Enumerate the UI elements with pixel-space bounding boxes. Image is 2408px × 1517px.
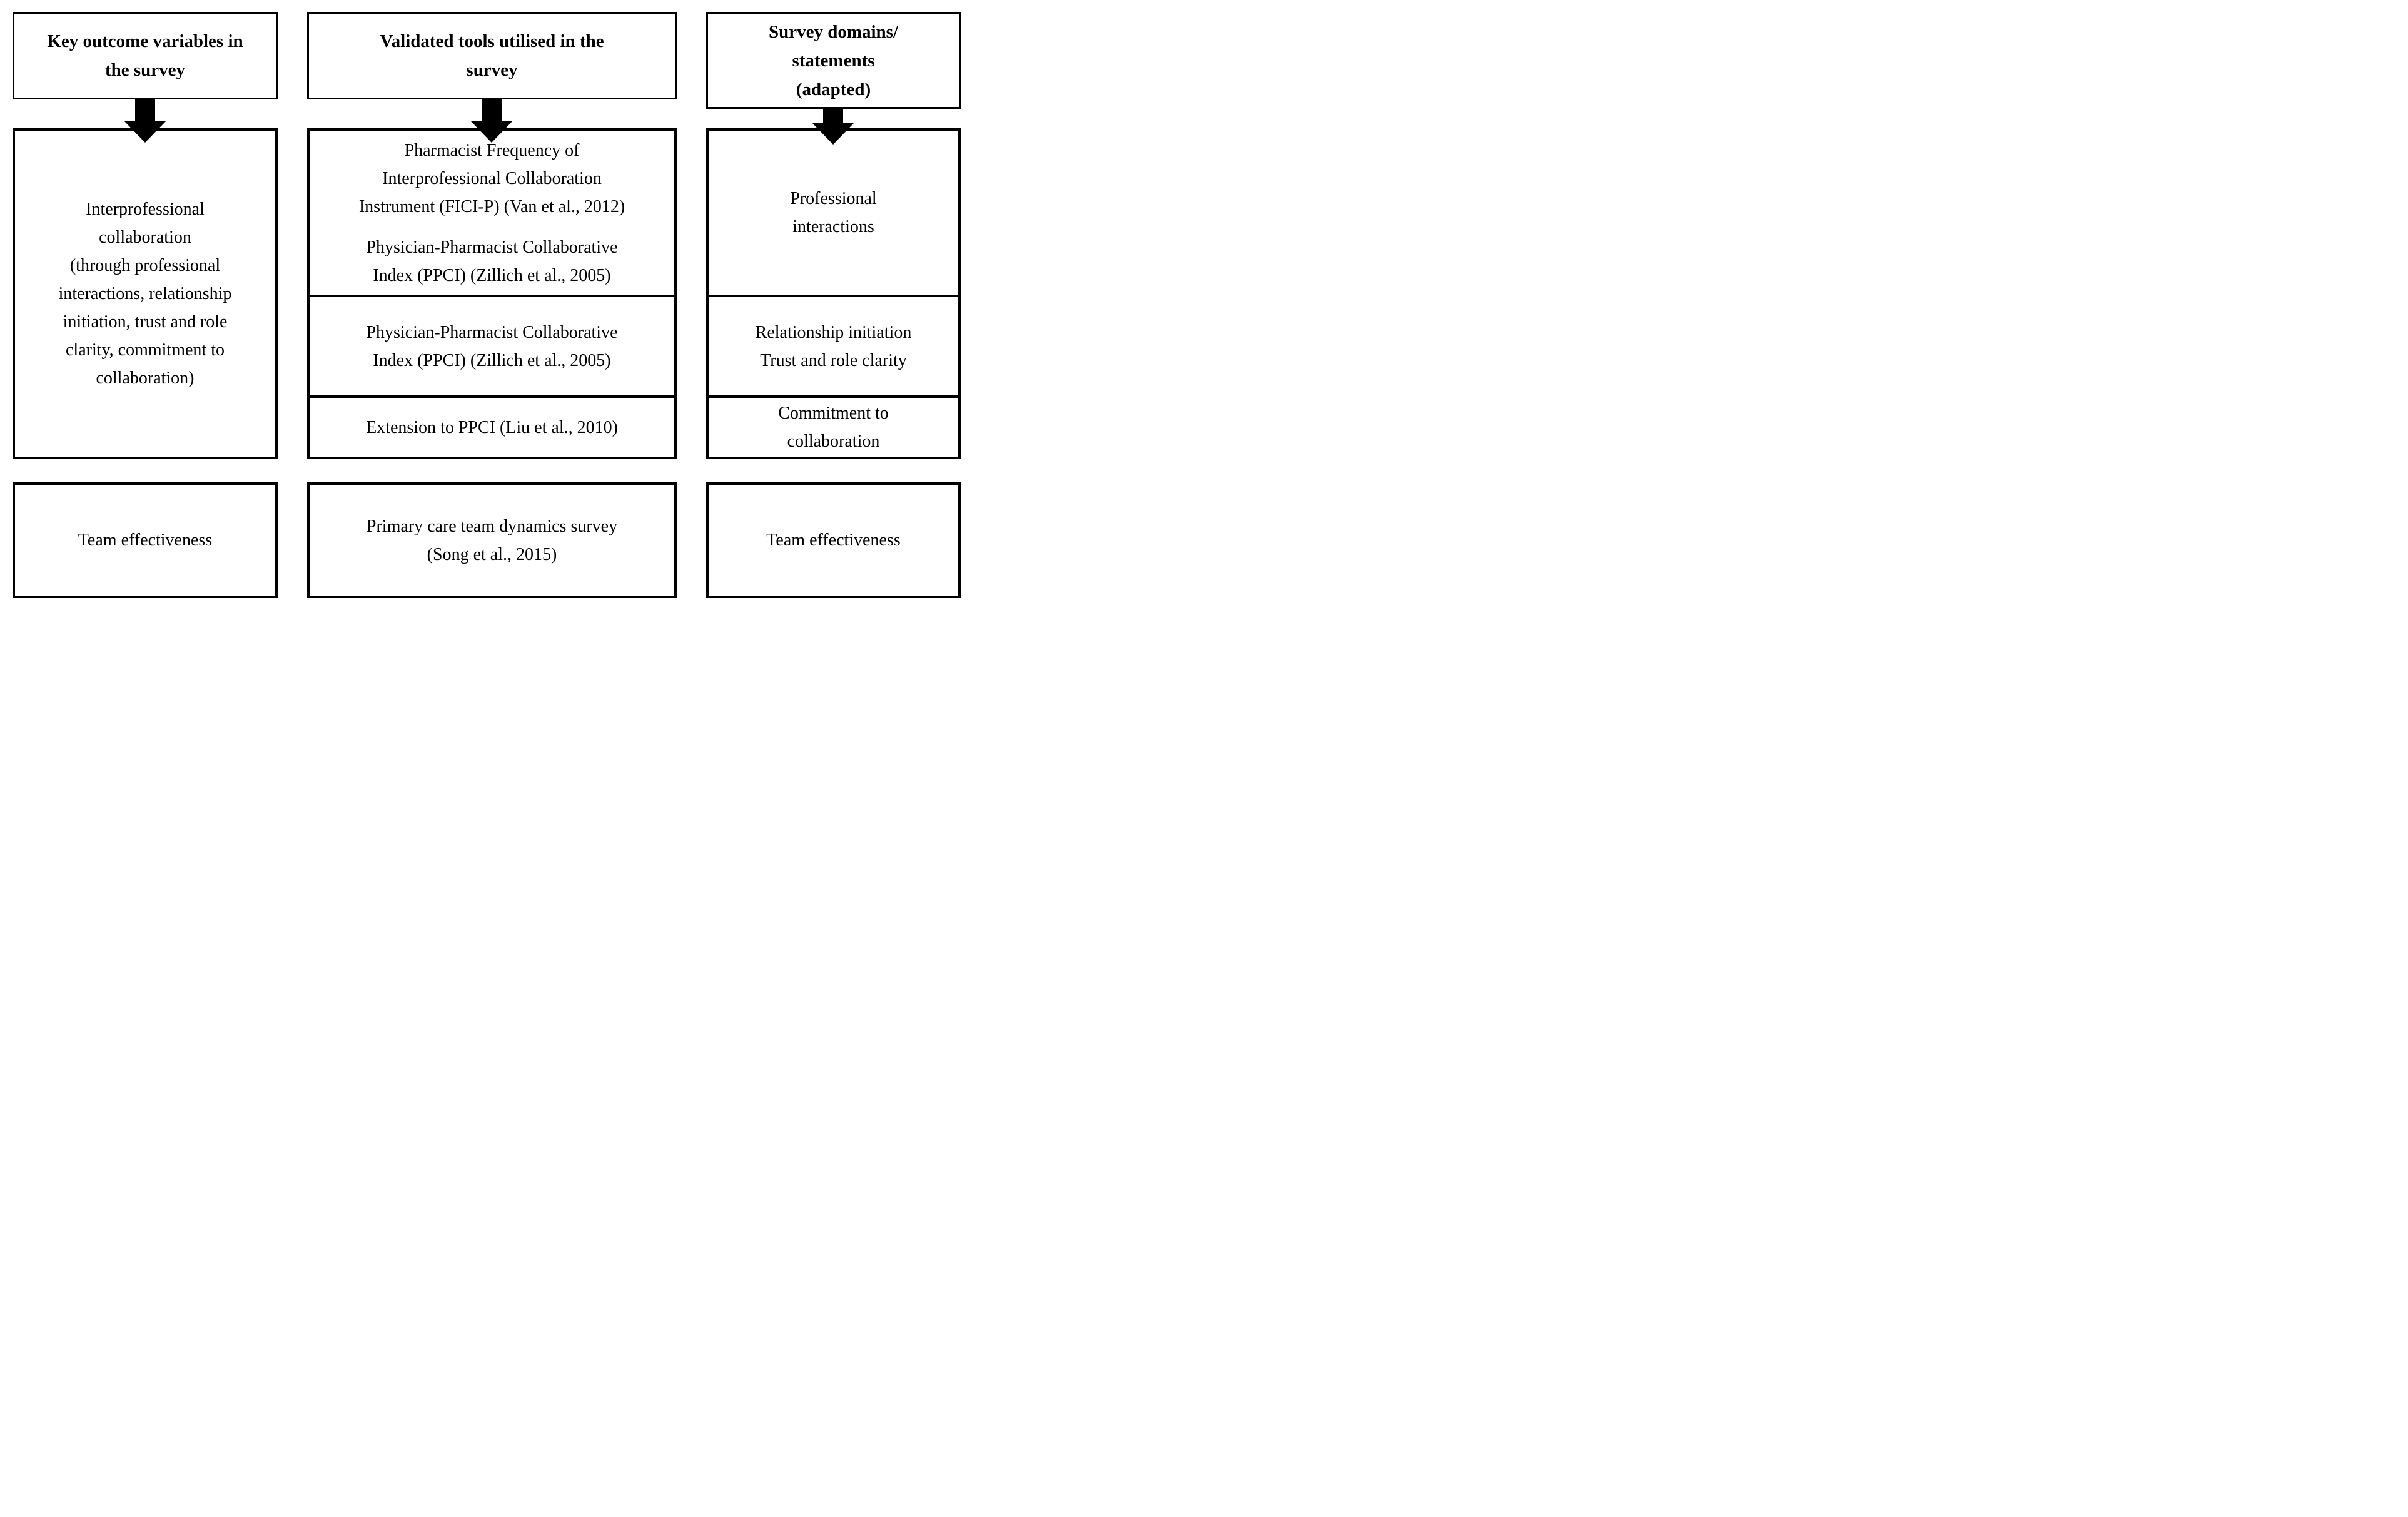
down-arrow-head [812, 123, 854, 145]
section-domain-professional-interactions: Professional interactions [709, 131, 958, 295]
bottom-box-team-dynamics-survey: Primary care team dynamics survey (Song … [307, 482, 677, 598]
main-box-key-outcome-variables: Interprofessional collaboration (through… [13, 128, 278, 459]
section-text: Interprofessional collaboration (through… [58, 200, 232, 388]
header-title: Validated tools utilised in the survey [380, 31, 604, 80]
figure-canvas: Key outcome variables in the survey Vali… [0, 0, 963, 607]
down-arrow-stem [823, 107, 843, 123]
tool-fici-p: Pharmacist Frequency of Interprofessiona… [358, 140, 625, 216]
main-box-validated-tools: Pharmacist Frequency of Interprofessiona… [307, 128, 677, 459]
bottom-text: Team effectiveness [766, 530, 901, 550]
header-box-validated-tools: Validated tools utilised in the survey [307, 12, 677, 99]
section-tools-relationship-initiation: Physician-Pharmacist Collaborative Index… [310, 295, 674, 395]
tool-ppci: Physician-Pharmacist Collaborative Index… [366, 237, 618, 285]
bottom-text: Primary care team dynamics survey (Song … [366, 516, 618, 564]
down-arrow-head [124, 121, 166, 143]
bottom-box-team-effectiveness-outcome: Team effectiveness [13, 482, 278, 598]
down-arrow-icon [471, 98, 512, 143]
down-arrow-icon [124, 98, 166, 143]
down-arrow-stem [482, 98, 502, 121]
down-arrow-icon [812, 107, 854, 145]
header-box-survey-domains: Survey domains/ statements (adapted) [706, 12, 961, 109]
domain-text: Relationship initiation Trust and role c… [755, 322, 912, 370]
header-title: Key outcome variables in the survey [47, 31, 243, 80]
bottom-box-team-effectiveness-domain: Team effectiveness [706, 482, 961, 598]
down-arrow-stem [135, 98, 155, 121]
section-domain-commitment: Commitment to collaboration [709, 395, 958, 457]
bottom-text: Team effectiveness [78, 530, 213, 550]
main-box-survey-domains: Professional interactions Relationship i… [706, 128, 961, 459]
section-interprofessional-collaboration: Interprofessional collaboration (through… [15, 131, 275, 457]
down-arrow-head [471, 121, 512, 143]
header-title: Survey domains/ statements (adapted) [768, 21, 899, 99]
tool-ppci: Physician-Pharmacist Collaborative Index… [366, 322, 618, 370]
tool-ppci-extension: Extension to PPCI (Liu et al., 2010) [366, 417, 618, 437]
section-domain-relationship-initiation: Relationship initiation Trust and role c… [709, 295, 958, 395]
header-box-key-outcome-variables: Key outcome variables in the survey [13, 12, 278, 99]
section-tools-commitment: Extension to PPCI (Liu et al., 2010) [310, 395, 674, 457]
domain-text: Professional interactions [790, 189, 877, 236]
domain-text: Commitment to collaboration [778, 403, 889, 451]
section-tools-professional-interactions: Pharmacist Frequency of Interprofessiona… [310, 131, 674, 295]
